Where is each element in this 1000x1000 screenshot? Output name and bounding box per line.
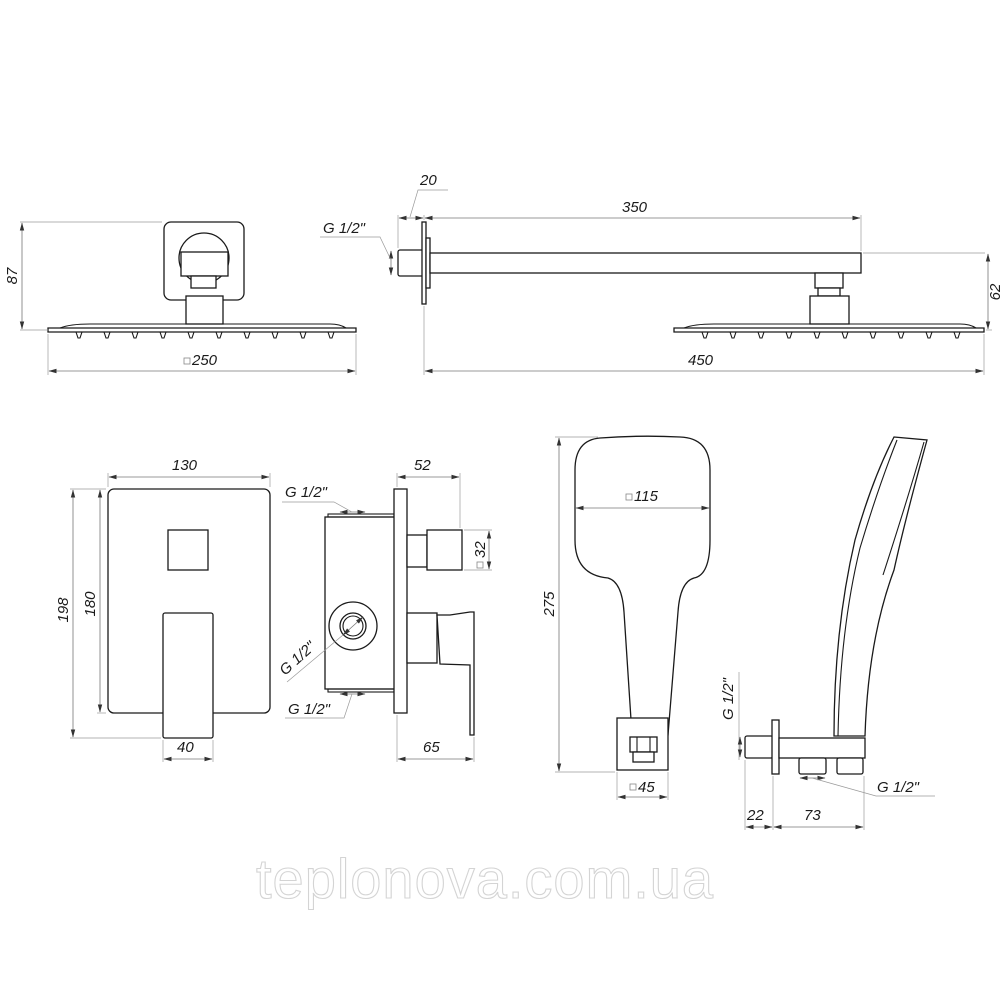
- shower-head-plate: [47, 327, 357, 333]
- holder-outlet: [836, 757, 864, 775]
- thread-label-g12: G 1/2": [323, 220, 366, 237]
- dimension-20: 20: [419, 172, 437, 189]
- square-symbol-icon: [476, 561, 484, 569]
- arm-square-section: [180, 251, 229, 277]
- mixer-side-view: 52 32 65 G 1/2" G 1/2" G 1/2": [276, 457, 492, 762]
- wall-thread-stub: [397, 249, 425, 277]
- dimension-198: 198: [55, 597, 72, 623]
- thread-stub: [632, 751, 655, 763]
- dimension-22: 22: [746, 807, 764, 824]
- dimension-32: 32: [472, 541, 489, 558]
- top-port: [327, 513, 395, 518]
- wall-outlet-stub: [744, 735, 774, 759]
- dimension-87: 87: [4, 267, 21, 284]
- wall-plate-edge: [393, 488, 408, 714]
- connector-block: [809, 295, 850, 325]
- hex-nut: [629, 736, 658, 753]
- dimension-73: 73: [804, 807, 821, 824]
- hand-shower-head: [574, 435, 711, 736]
- overhead-shower-front-view: 87 250: [4, 221, 357, 375]
- dimension-45: 45: [638, 779, 655, 796]
- dimension-350: 350: [622, 199, 648, 216]
- outlet-body: [778, 737, 866, 759]
- watermark: teplonova.com.ua: [256, 847, 714, 910]
- overhead-shower-side-view: 20 G 1/2" 350 62 450: [320, 172, 1000, 375]
- mixer-lever-side: [436, 611, 475, 736]
- hand-shower-body-side: [833, 436, 928, 737]
- dimension-130: 130: [172, 457, 198, 474]
- shower-head-plate: [673, 327, 985, 333]
- head-top-chamfer: [59, 323, 347, 329]
- thread-label-inlet: G 1/2": [720, 677, 737, 720]
- dimension-275: 275: [541, 591, 558, 618]
- dimension-40: 40: [177, 739, 194, 756]
- thread-label-bottom: G 1/2": [288, 701, 331, 718]
- nozzle-row: [75, 331, 335, 339]
- dimension-62: 62: [987, 283, 1000, 300]
- nozzle-row: [701, 331, 961, 339]
- mixer-front-view: 130 198 180 40: [55, 457, 271, 762]
- dimension-250: 250: [191, 352, 218, 369]
- dimension-180: 180: [82, 591, 99, 617]
- outlet-flange: [771, 719, 780, 775]
- hand-shower-side-view: G 1/2" G 1/2" 22 73: [720, 436, 935, 830]
- body-edge-line: [837, 439, 898, 737]
- diverter-knob: [167, 529, 209, 571]
- swivel-joint: [190, 275, 217, 289]
- dimension-450: 450: [688, 352, 714, 369]
- square-symbol-icon: [629, 783, 637, 791]
- knob-stem: [406, 534, 428, 568]
- shower-arm: [429, 252, 862, 274]
- hose-outlet: [798, 757, 827, 775]
- lever-base: [406, 612, 438, 664]
- dimension-115: 115: [634, 488, 659, 505]
- diverter-knob-side: [426, 529, 463, 571]
- swivel-joint: [814, 272, 844, 289]
- connector-block: [185, 295, 224, 325]
- dimension-52: 52: [414, 457, 431, 474]
- bottom-port: [327, 688, 395, 693]
- swivel-neck: [817, 287, 841, 297]
- thread-label-top: G 1/2": [285, 484, 328, 501]
- square-symbol-icon: [183, 357, 191, 365]
- head-top-chamfer: [683, 323, 977, 329]
- face-edge-line: [882, 441, 925, 576]
- thread-label-outlet: G 1/2": [877, 779, 920, 796]
- hand-shower-front-view: 115 275 45: [541, 435, 711, 800]
- dimension-65: 65: [423, 739, 440, 756]
- mixer-lever: [162, 612, 214, 739]
- square-symbol-icon: [625, 493, 633, 501]
